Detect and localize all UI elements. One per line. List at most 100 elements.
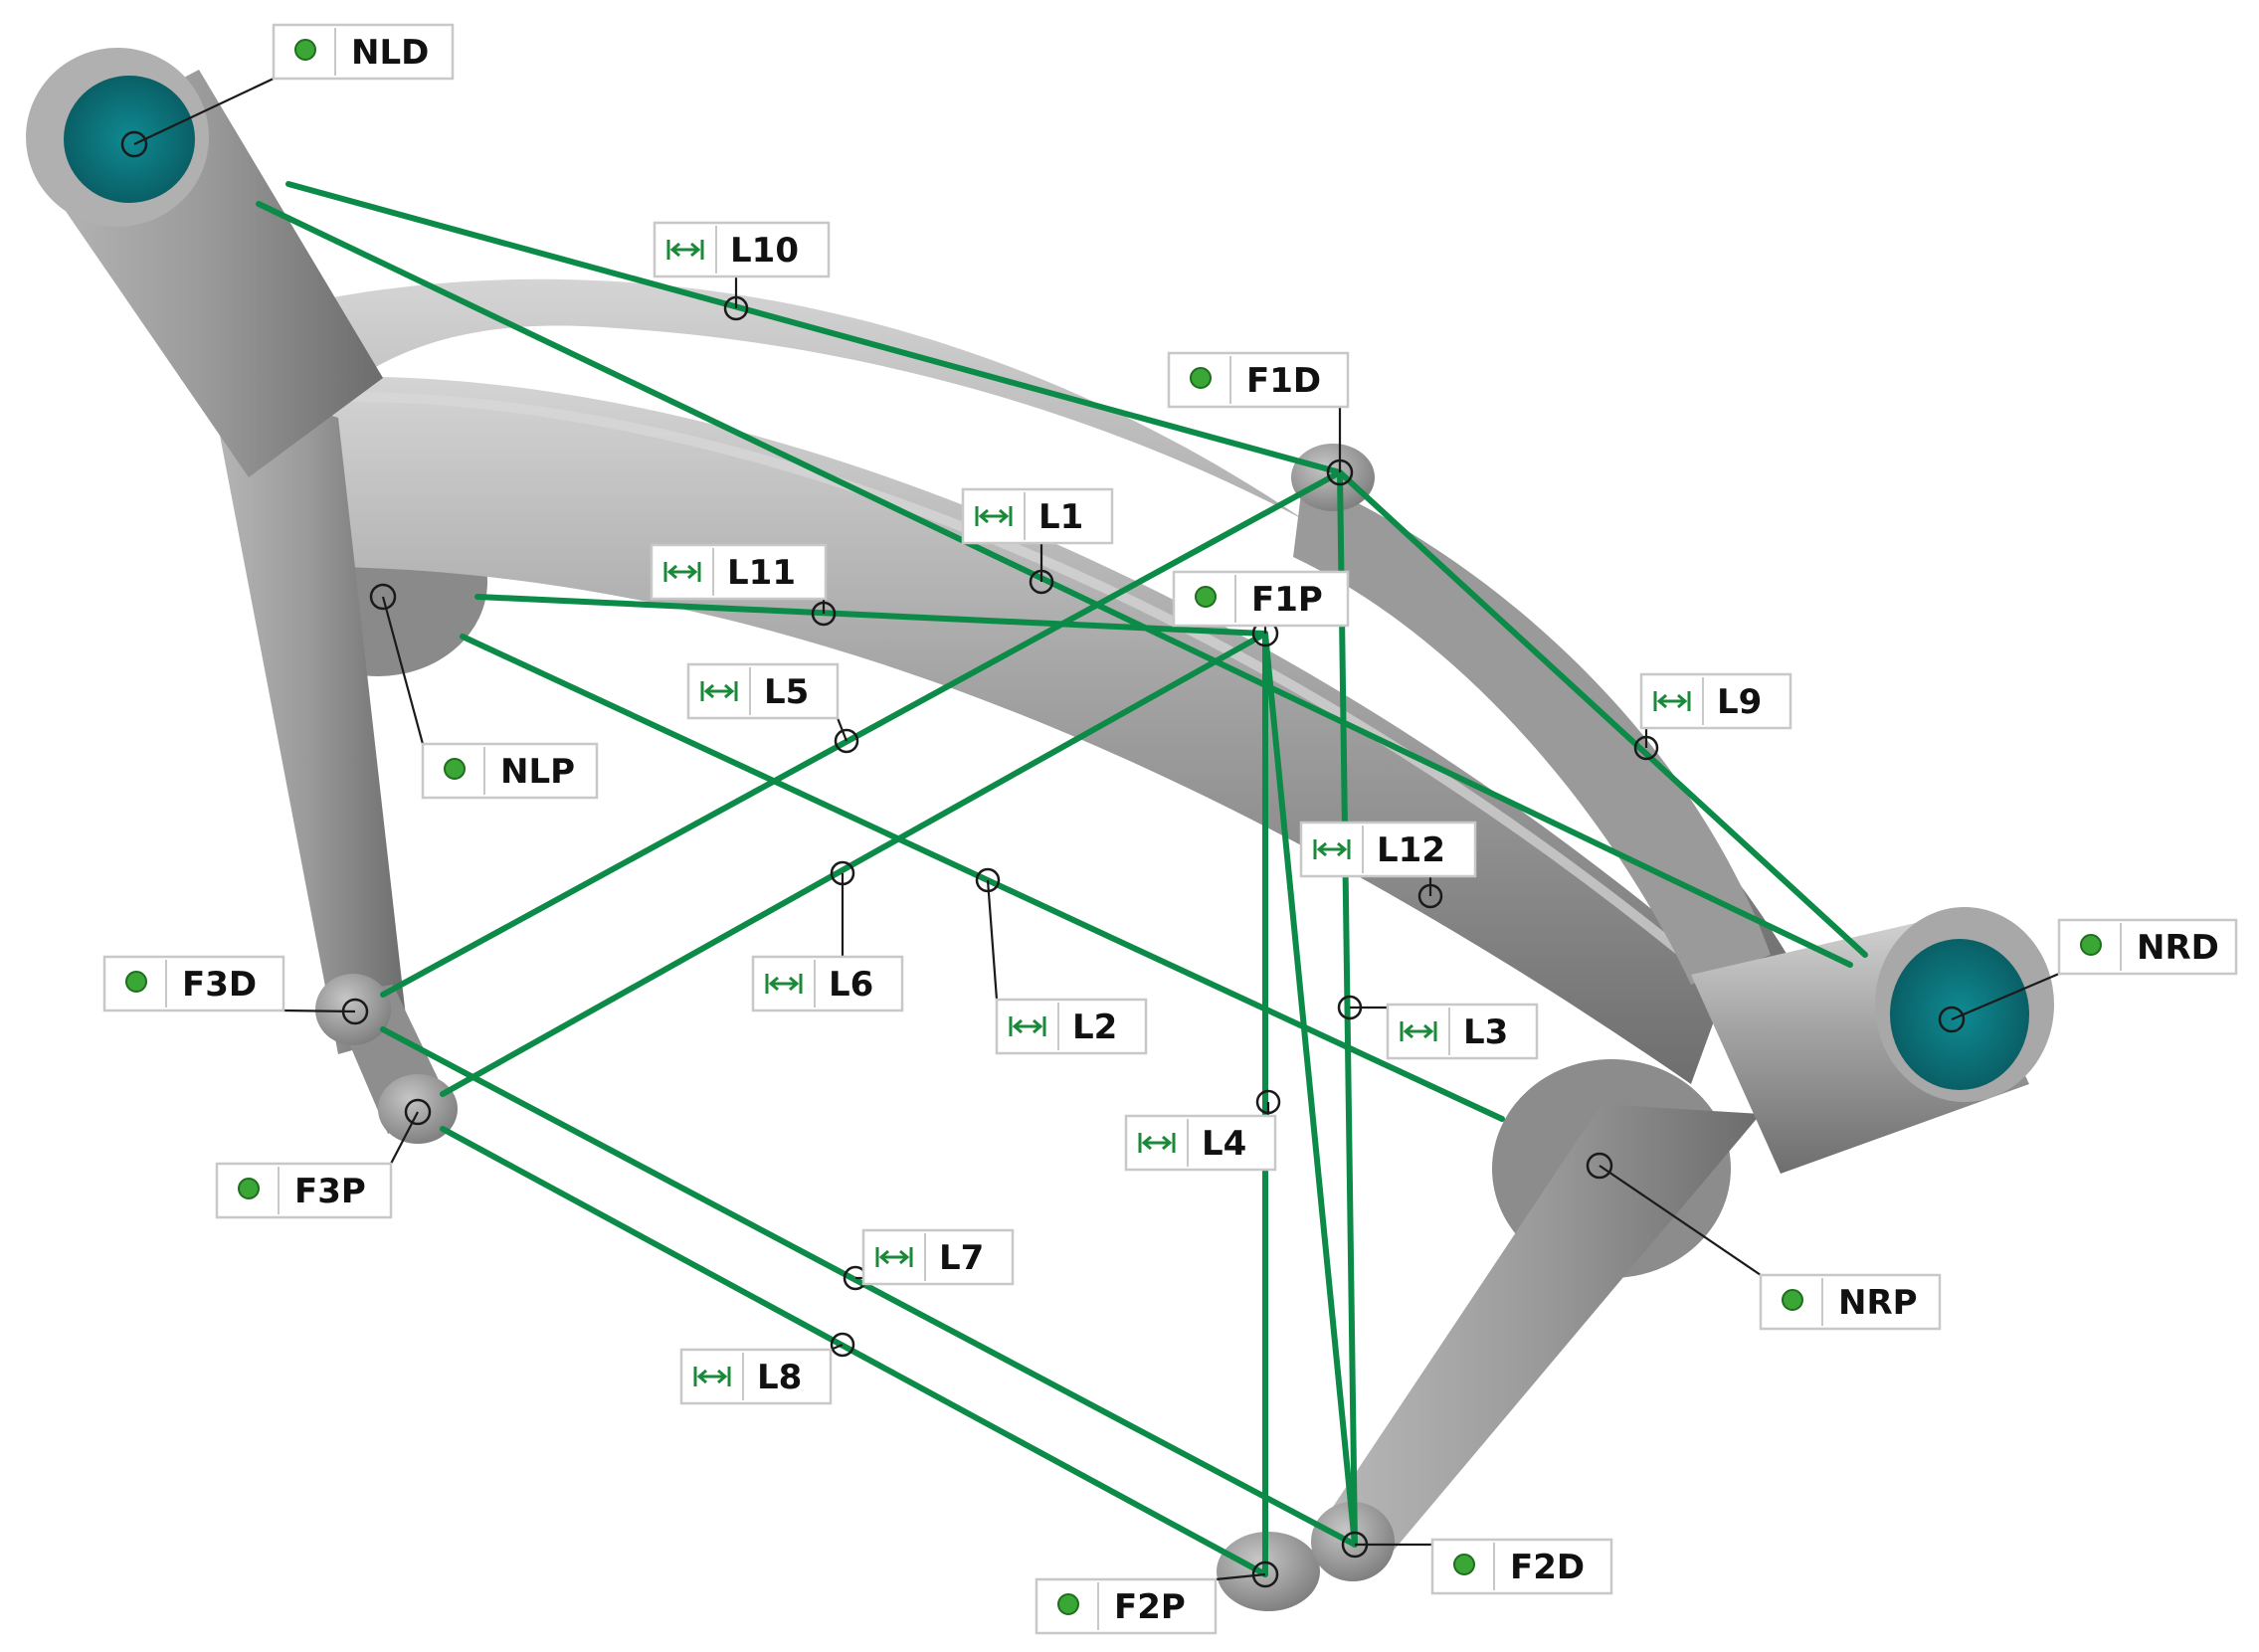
- distance-arrow-icon: [875, 1247, 913, 1267]
- ring-marker-l2: [975, 867, 1001, 893]
- f3p-node: [378, 1074, 458, 1144]
- leader-nrd: [1951, 972, 2060, 1021]
- f3d-node: [315, 974, 391, 1045]
- point-label-nrp[interactable]: NRP: [1759, 1273, 1942, 1331]
- point-label-text: F1P: [1251, 580, 1323, 620]
- point-marker-f1d: [1326, 459, 1354, 486]
- distance-label-l12[interactable]: L12: [1299, 821, 1477, 878]
- distance-label-l5[interactable]: L5: [686, 662, 840, 720]
- point-label-nlp[interactable]: NLP: [421, 742, 599, 800]
- green-dot-icon: [294, 39, 316, 61]
- point-marker-f2d: [1341, 1531, 1369, 1559]
- leader-l5: [836, 717, 848, 742]
- distance-arrow-icon: [975, 506, 1013, 526]
- point-label-text: NLD: [351, 33, 429, 73]
- distance-label-text: L5: [764, 672, 809, 712]
- distance-arrow-icon: [1138, 1133, 1176, 1153]
- distance-label-text: L2: [1072, 1008, 1117, 1047]
- distance-label-l10[interactable]: L10: [653, 221, 831, 278]
- left-leg: [209, 378, 408, 1054]
- green-dot-icon: [238, 1178, 260, 1199]
- point-label-f3p[interactable]: F3P: [215, 1162, 393, 1219]
- point-label-f1p[interactable]: F1P: [1172, 570, 1350, 628]
- point-label-nld[interactable]: NLD: [272, 23, 455, 81]
- ring-marker-l9: [1633, 735, 1659, 761]
- distance-arrow-icon: [693, 1367, 731, 1386]
- point-marker-nld: [120, 130, 148, 158]
- point-marker-nlp: [369, 583, 397, 611]
- distance-arrow-icon: [1313, 839, 1351, 859]
- ring-marker-l10: [723, 295, 749, 321]
- point-label-text: NRD: [2137, 928, 2219, 968]
- distance-line-l9: [1337, 469, 1868, 958]
- distance-label-l4[interactable]: L4: [1124, 1114, 1277, 1172]
- leader-l2: [986, 879, 999, 1001]
- distance-label-l2[interactable]: L2: [995, 998, 1148, 1055]
- point-marker-f2p: [1251, 1560, 1279, 1588]
- ring-marker-l11: [811, 601, 837, 627]
- leader-f2p: [1215, 1572, 1266, 1581]
- ring-marker-l5: [834, 728, 859, 754]
- point-marker-nrp: [1586, 1152, 1613, 1180]
- right-leg: [1323, 1104, 1761, 1552]
- right-arch: [1293, 477, 1771, 985]
- leader-f3p: [390, 1111, 419, 1165]
- point-label-text: F1D: [1246, 361, 1321, 401]
- distance-label-l1[interactable]: L1: [961, 487, 1114, 545]
- point-marker-f3d: [341, 998, 369, 1025]
- frame-body: [26, 48, 2054, 1611]
- distance-label-l3[interactable]: L3: [1386, 1003, 1539, 1060]
- distance-label-text: L3: [1463, 1012, 1508, 1052]
- distance-label-text: L12: [1377, 830, 1445, 870]
- distance-line-l12: [1337, 469, 1358, 1548]
- point-label-text: F3D: [182, 965, 257, 1005]
- ring-marker-l3: [1337, 995, 1363, 1020]
- green-dot-icon: [125, 971, 147, 993]
- distance-arrow-icon: [666, 240, 704, 260]
- distance-arrow-icon: [663, 562, 701, 582]
- distance-line-l6: [440, 631, 1268, 1097]
- green-dot-icon: [444, 758, 466, 780]
- distance-arrow-icon: [1400, 1021, 1437, 1041]
- green-dot-icon: [1057, 1593, 1079, 1615]
- distance-label-text: L9: [1717, 682, 1762, 722]
- point-marker-f3p: [404, 1098, 432, 1126]
- distance-label-l11[interactable]: L11: [650, 543, 828, 601]
- point-label-text: F2P: [1114, 1587, 1186, 1627]
- distance-line-l8: [440, 1126, 1268, 1577]
- point-label-f1d[interactable]: F1D: [1167, 351, 1350, 409]
- distance-line-l11: [474, 594, 1268, 637]
- distance-label-text: L8: [757, 1358, 802, 1397]
- ring-marker-l8: [830, 1332, 855, 1358]
- distance-label-l6[interactable]: L6: [751, 955, 904, 1012]
- green-dot-icon: [2080, 934, 2102, 956]
- distance-label-text: L6: [829, 965, 873, 1005]
- green-dot-icon: [1190, 367, 1212, 389]
- distance-label-l7[interactable]: L7: [861, 1228, 1015, 1286]
- point-label-f2d[interactable]: F2D: [1430, 1538, 1613, 1595]
- distance-line-l2: [460, 634, 1505, 1122]
- green-dot-icon: [1782, 1289, 1803, 1311]
- point-label-nrd[interactable]: NRD: [2057, 918, 2238, 976]
- distance-lines: [256, 181, 1868, 1577]
- green-dot-icon: [1453, 1554, 1475, 1575]
- distance-arrow-icon: [1653, 691, 1691, 711]
- point-label-text: F2D: [1510, 1548, 1585, 1587]
- distance-label-text: L1: [1038, 497, 1083, 537]
- point-label-text: NRP: [1838, 1283, 1918, 1323]
- distance-line-l1: [256, 201, 1853, 968]
- markers: [120, 130, 1966, 1588]
- point-label-f3d[interactable]: F3D: [102, 955, 285, 1012]
- distance-line-l7: [380, 1026, 1358, 1548]
- point-label-text: F3P: [294, 1172, 366, 1211]
- distance-label-text: L4: [1202, 1124, 1246, 1164]
- distance-arrow-icon: [765, 974, 803, 994]
- distance-label-l8[interactable]: L8: [679, 1348, 833, 1405]
- point-marker-nrd: [1938, 1006, 1966, 1033]
- distance-label-l9[interactable]: L9: [1639, 672, 1792, 730]
- distance-line-l10: [285, 181, 1343, 475]
- point-label-f2p[interactable]: F2P: [1035, 1577, 1218, 1635]
- distance-label-text: L11: [727, 553, 796, 593]
